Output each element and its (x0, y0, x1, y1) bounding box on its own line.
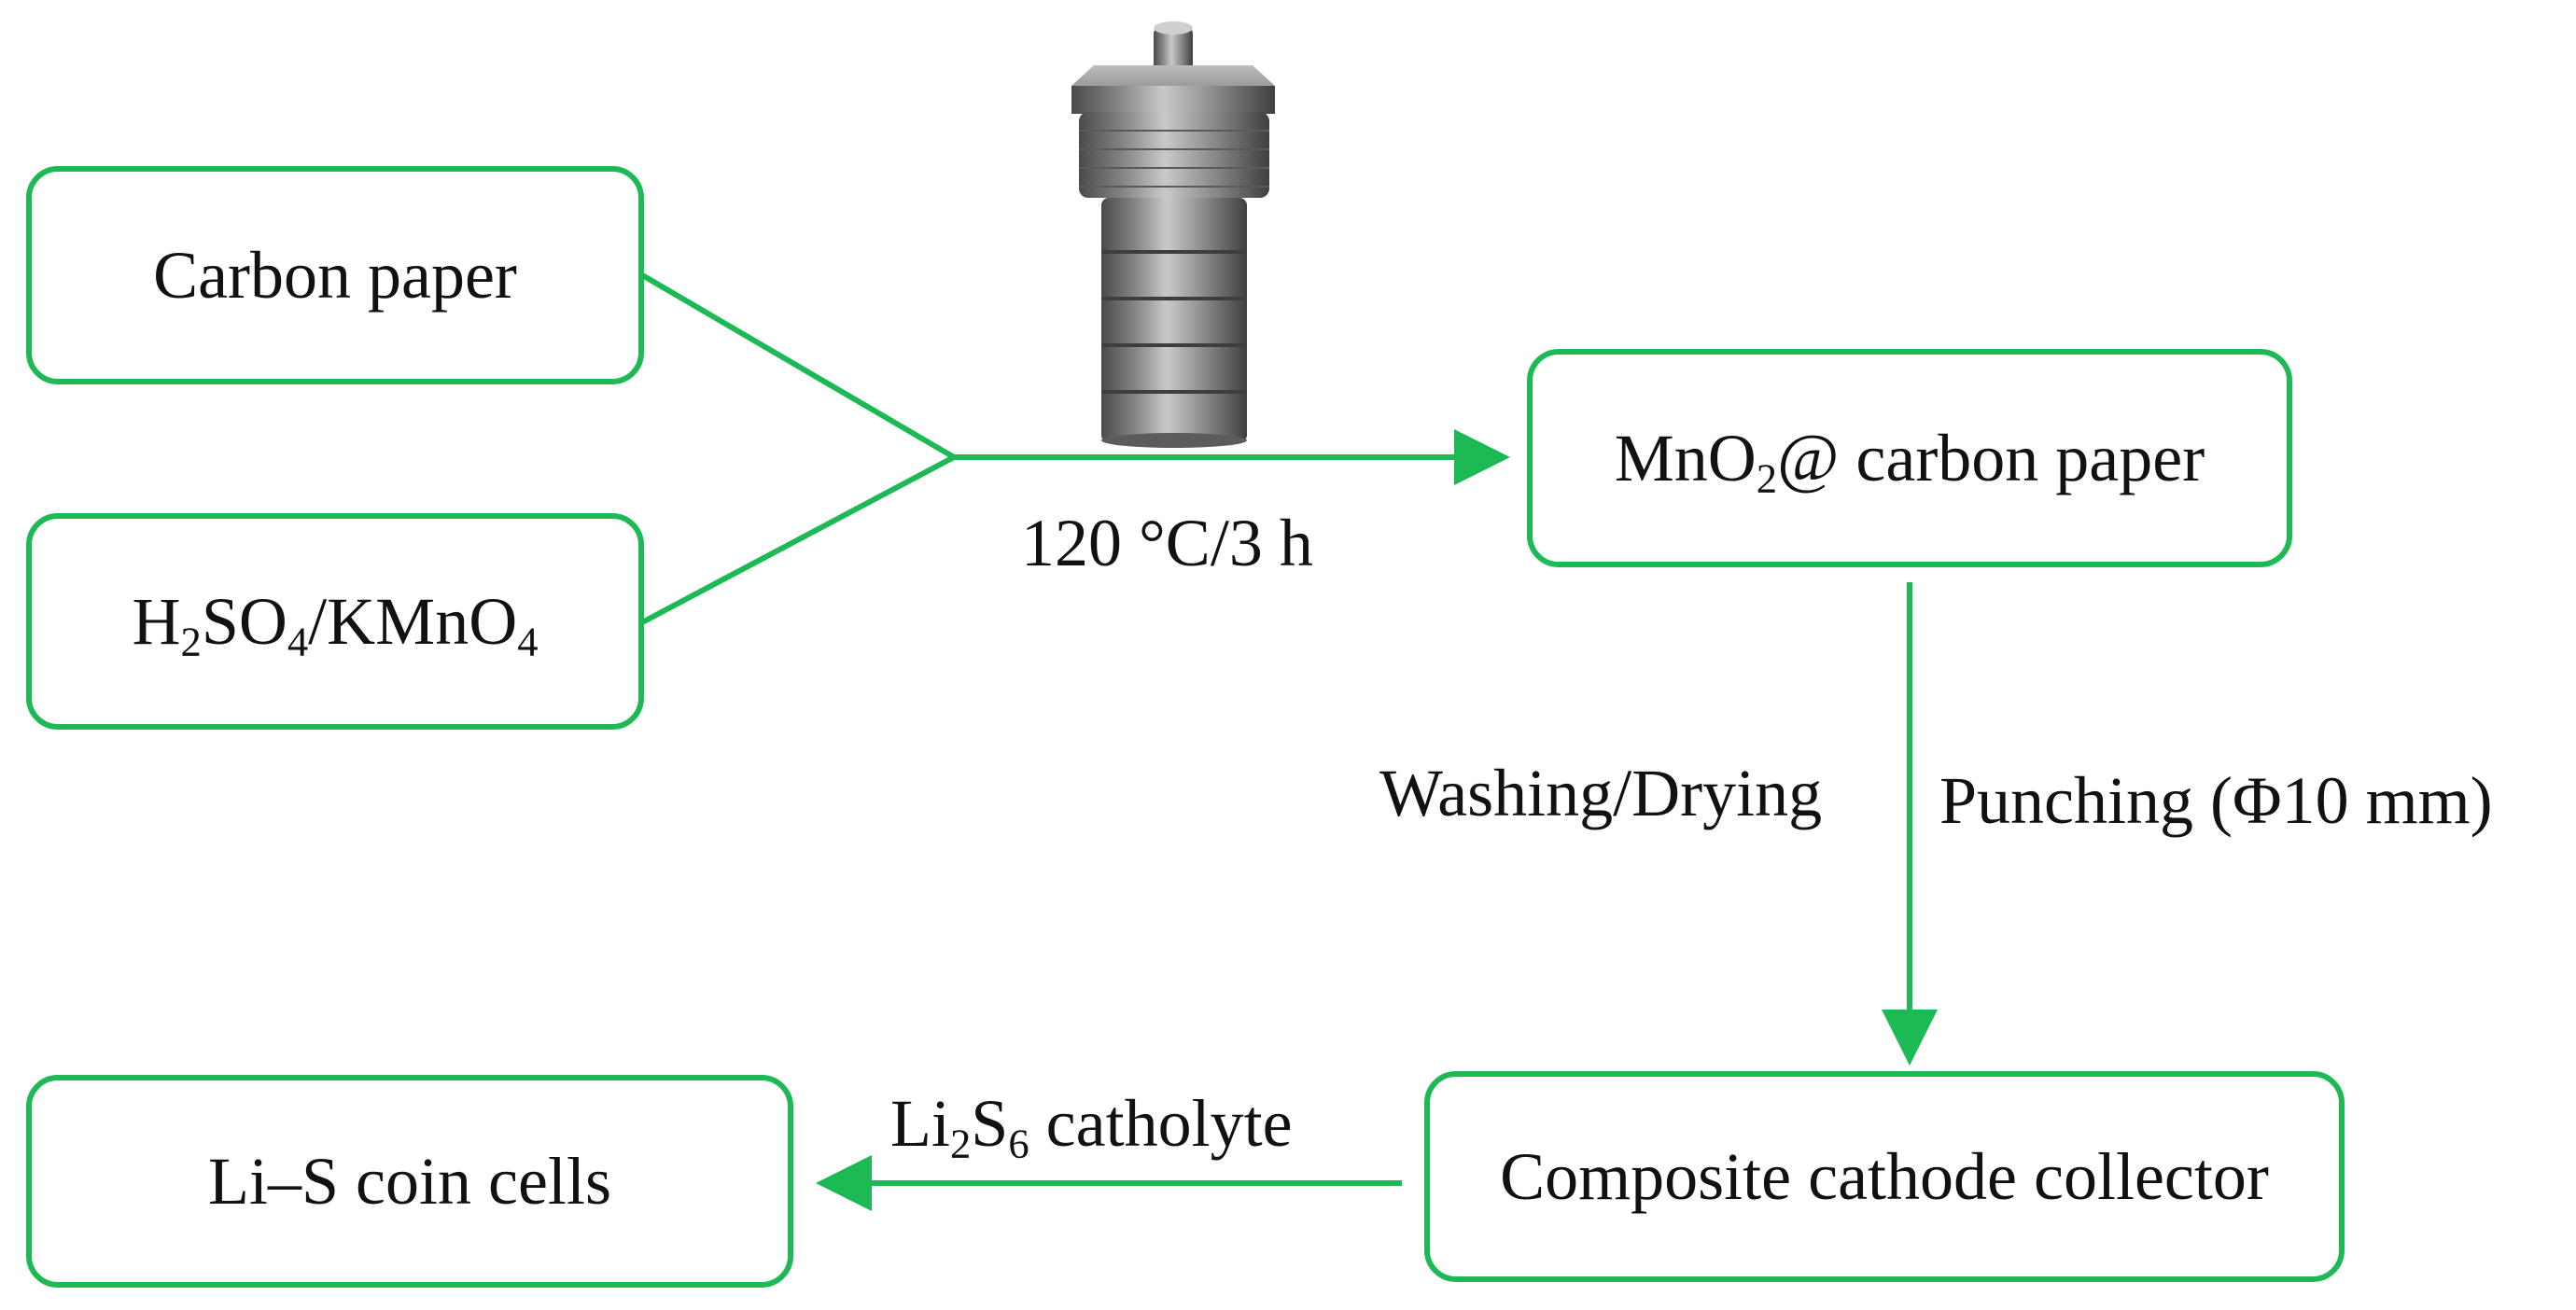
carbon-paper-node: Carbon paper (26, 166, 644, 384)
autoclave-reactor-icon (1071, 21, 1275, 448)
washing-drying-label: Washing/Drying (1379, 756, 1823, 830)
catholyte-label: Li2S6 catholyte (890, 1086, 1293, 1167)
punching-label: Punching (Φ10 mm) (1939, 763, 2493, 838)
mno2-carbon-paper-node: MnO2@ carbon paper (1527, 349, 2292, 567)
carbon-paper-label: Carbon paper (153, 238, 517, 313)
lis-coin-cells-label: Li–S coin cells (208, 1144, 611, 1219)
composite-cathode-label: Composite cathode collector (1500, 1139, 2269, 1214)
acid-permanganate-label: H2SO4/KMnO4 (132, 584, 539, 665)
lis-coin-cells-node: Li–S coin cells (26, 1075, 793, 1288)
mno2-carbon-paper-label: MnO2@ carbon paper (1614, 421, 2205, 502)
composite-cathode-node: Composite cathode collector (1424, 1071, 2345, 1282)
hydrothermal-condition-label: 120 °C/3 h (1021, 506, 1313, 580)
acid-connector (641, 454, 957, 624)
acid-permanganate-node: H2SO4/KMnO4 (26, 513, 644, 730)
carbon-paper-connector (641, 273, 957, 460)
